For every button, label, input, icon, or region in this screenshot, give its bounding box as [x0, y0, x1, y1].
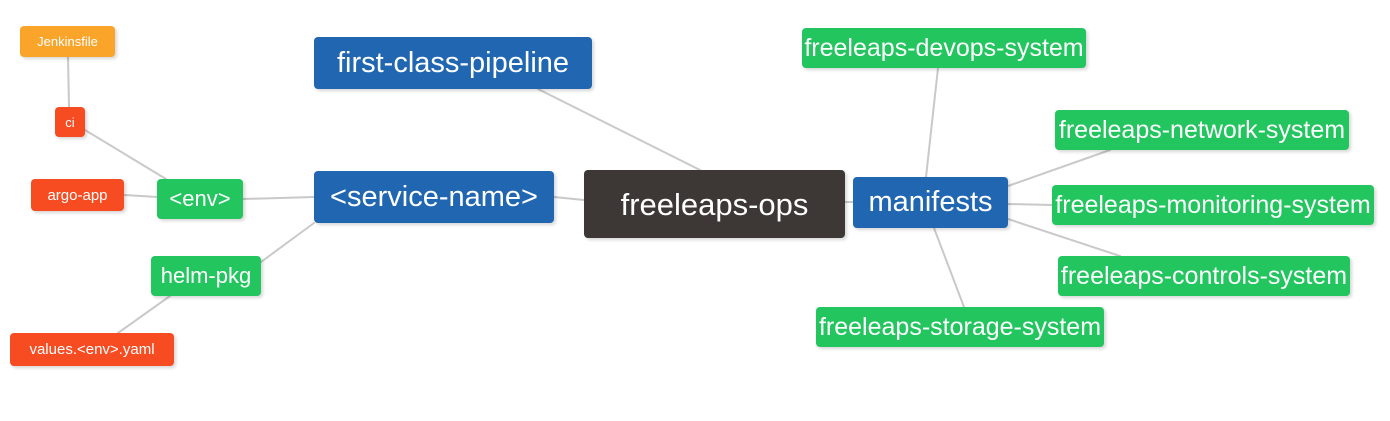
edge-ci-to-env	[84, 129, 167, 180]
node-freeleaps-storage-system[interactable]: freeleaps-storage-system	[816, 307, 1104, 347]
node-freeleaps-monitoring-system[interactable]: freeleaps-monitoring-system	[1052, 185, 1374, 225]
node-argo-app[interactable]: argo-app	[31, 179, 124, 211]
node-service-name[interactable]: <service-name>	[314, 171, 554, 223]
node-freeleaps-network-system[interactable]: freeleaps-network-system	[1055, 110, 1349, 150]
edge-first-class-pipeline-to-freeleaps-ops	[537, 88, 701, 171]
edge-manifests-to-freeleaps-monitoring-system	[1007, 203, 1053, 206]
edge-helm-pkg-to-values-yaml	[117, 295, 171, 334]
edge-service-name-to-helm-pkg	[260, 222, 315, 263]
node-freeleaps-ops[interactable]: freeleaps-ops	[584, 170, 845, 238]
edge-manifests-to-freeleaps-storage-system	[933, 227, 965, 308]
node-env[interactable]: <env>	[157, 179, 243, 219]
edge-service-name-to-freeleaps-ops	[553, 196, 585, 201]
edge-manifests-to-freeleaps-devops-system	[925, 67, 939, 178]
node-helm-pkg[interactable]: helm-pkg	[151, 256, 261, 296]
edge-manifests-to-freeleaps-network-system	[1007, 149, 1111, 187]
edge-argo-app-to-env	[123, 194, 158, 198]
node-first-class-pipeline[interactable]: first-class-pipeline	[314, 37, 592, 89]
node-freeleaps-devops-system[interactable]: freeleaps-devops-system	[802, 28, 1086, 68]
node-freeleaps-controls-system[interactable]: freeleaps-controls-system	[1058, 256, 1350, 296]
node-ci[interactable]: ci	[55, 107, 85, 137]
node-manifests[interactable]: manifests	[853, 177, 1008, 228]
edge-env-to-service-name	[242, 196, 315, 200]
node-values-yaml[interactable]: values.<env>.yaml	[10, 333, 174, 366]
edge-jenkinsfile-to-ci	[67, 56, 70, 108]
node-jenkinsfile[interactable]: Jenkinsfile	[20, 26, 115, 57]
